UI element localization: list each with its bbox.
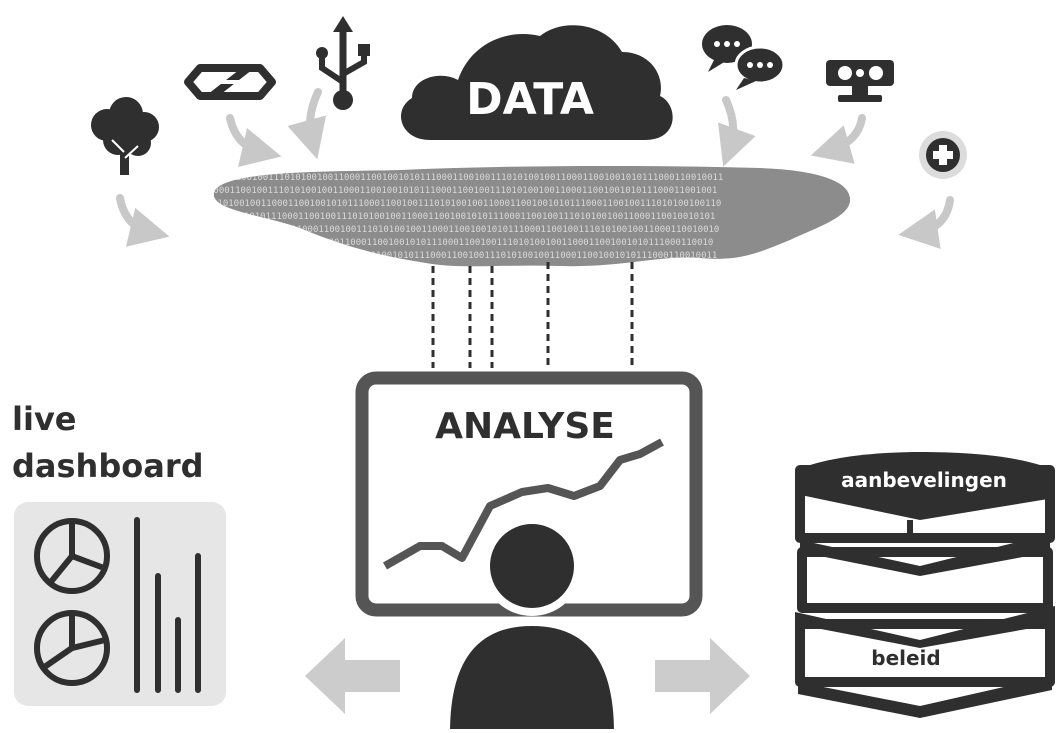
arrow-usb bbox=[287, 88, 327, 160]
arrow-rail bbox=[226, 114, 282, 167]
usb-icon bbox=[316, 16, 370, 110]
data-connectors bbox=[431, 262, 634, 368]
arrow-cross bbox=[898, 196, 954, 249]
chat-bubbles-icon bbox=[702, 25, 786, 90]
binary-stream: 1001100100111010100100110001100100101011… bbox=[204, 173, 724, 261]
dashboard-title-line2: dashboard bbox=[12, 447, 204, 485]
binary-line: 1110001100100111010100100110001100100101… bbox=[204, 238, 713, 248]
dashboard-title-line1: live bbox=[12, 400, 77, 438]
arrow-camera bbox=[810, 114, 866, 164]
data-cloud-label: DATA bbox=[466, 74, 594, 125]
medical-cross-icon bbox=[919, 131, 967, 179]
person-icon bbox=[441, 516, 623, 733]
binary-line: 1100100101011100011001001110101001001100… bbox=[206, 212, 715, 222]
arrow-chat bbox=[718, 96, 756, 167]
books-top-label: aanbevelingen bbox=[841, 468, 1007, 492]
binary-line: 0101001001100011001001010111000110010011… bbox=[212, 199, 721, 209]
bar-chart-icon bbox=[134, 517, 201, 693]
binary-line: 1000110010011101010010011000110010010101… bbox=[208, 186, 717, 196]
data-cloud: DATA bbox=[400, 25, 673, 140]
pie-chart-icon bbox=[34, 610, 110, 686]
source-arrows bbox=[116, 88, 954, 249]
binary-line: 1001100100111010100100110001100100101011… bbox=[214, 173, 723, 183]
analysis-label: ANALYSE bbox=[435, 406, 615, 447]
pie-chart-icon bbox=[34, 518, 110, 594]
analysis-monitor: ANALYSE bbox=[355, 371, 703, 617]
books-bottom-label: beleid bbox=[871, 646, 940, 670]
binary-line: 0001100100101011100011001001110101001001… bbox=[210, 225, 719, 235]
tree-icon bbox=[91, 97, 159, 175]
data-lake: 1001100100111010100100110001100100101011… bbox=[204, 165, 851, 267]
trend-line bbox=[383, 438, 664, 570]
rail-logo-icon bbox=[184, 64, 276, 100]
live-dashboard: live dashboard bbox=[12, 400, 226, 706]
binary-line: 1001100100111010100100110001100100101011… bbox=[208, 251, 717, 261]
arrow-right-icon bbox=[655, 638, 750, 714]
books-stack: aanbevelingen beleid bbox=[795, 452, 1055, 718]
arrow-left-icon bbox=[305, 638, 400, 714]
arrow-tree bbox=[116, 194, 170, 247]
sensor-camera-icon bbox=[826, 60, 894, 102]
